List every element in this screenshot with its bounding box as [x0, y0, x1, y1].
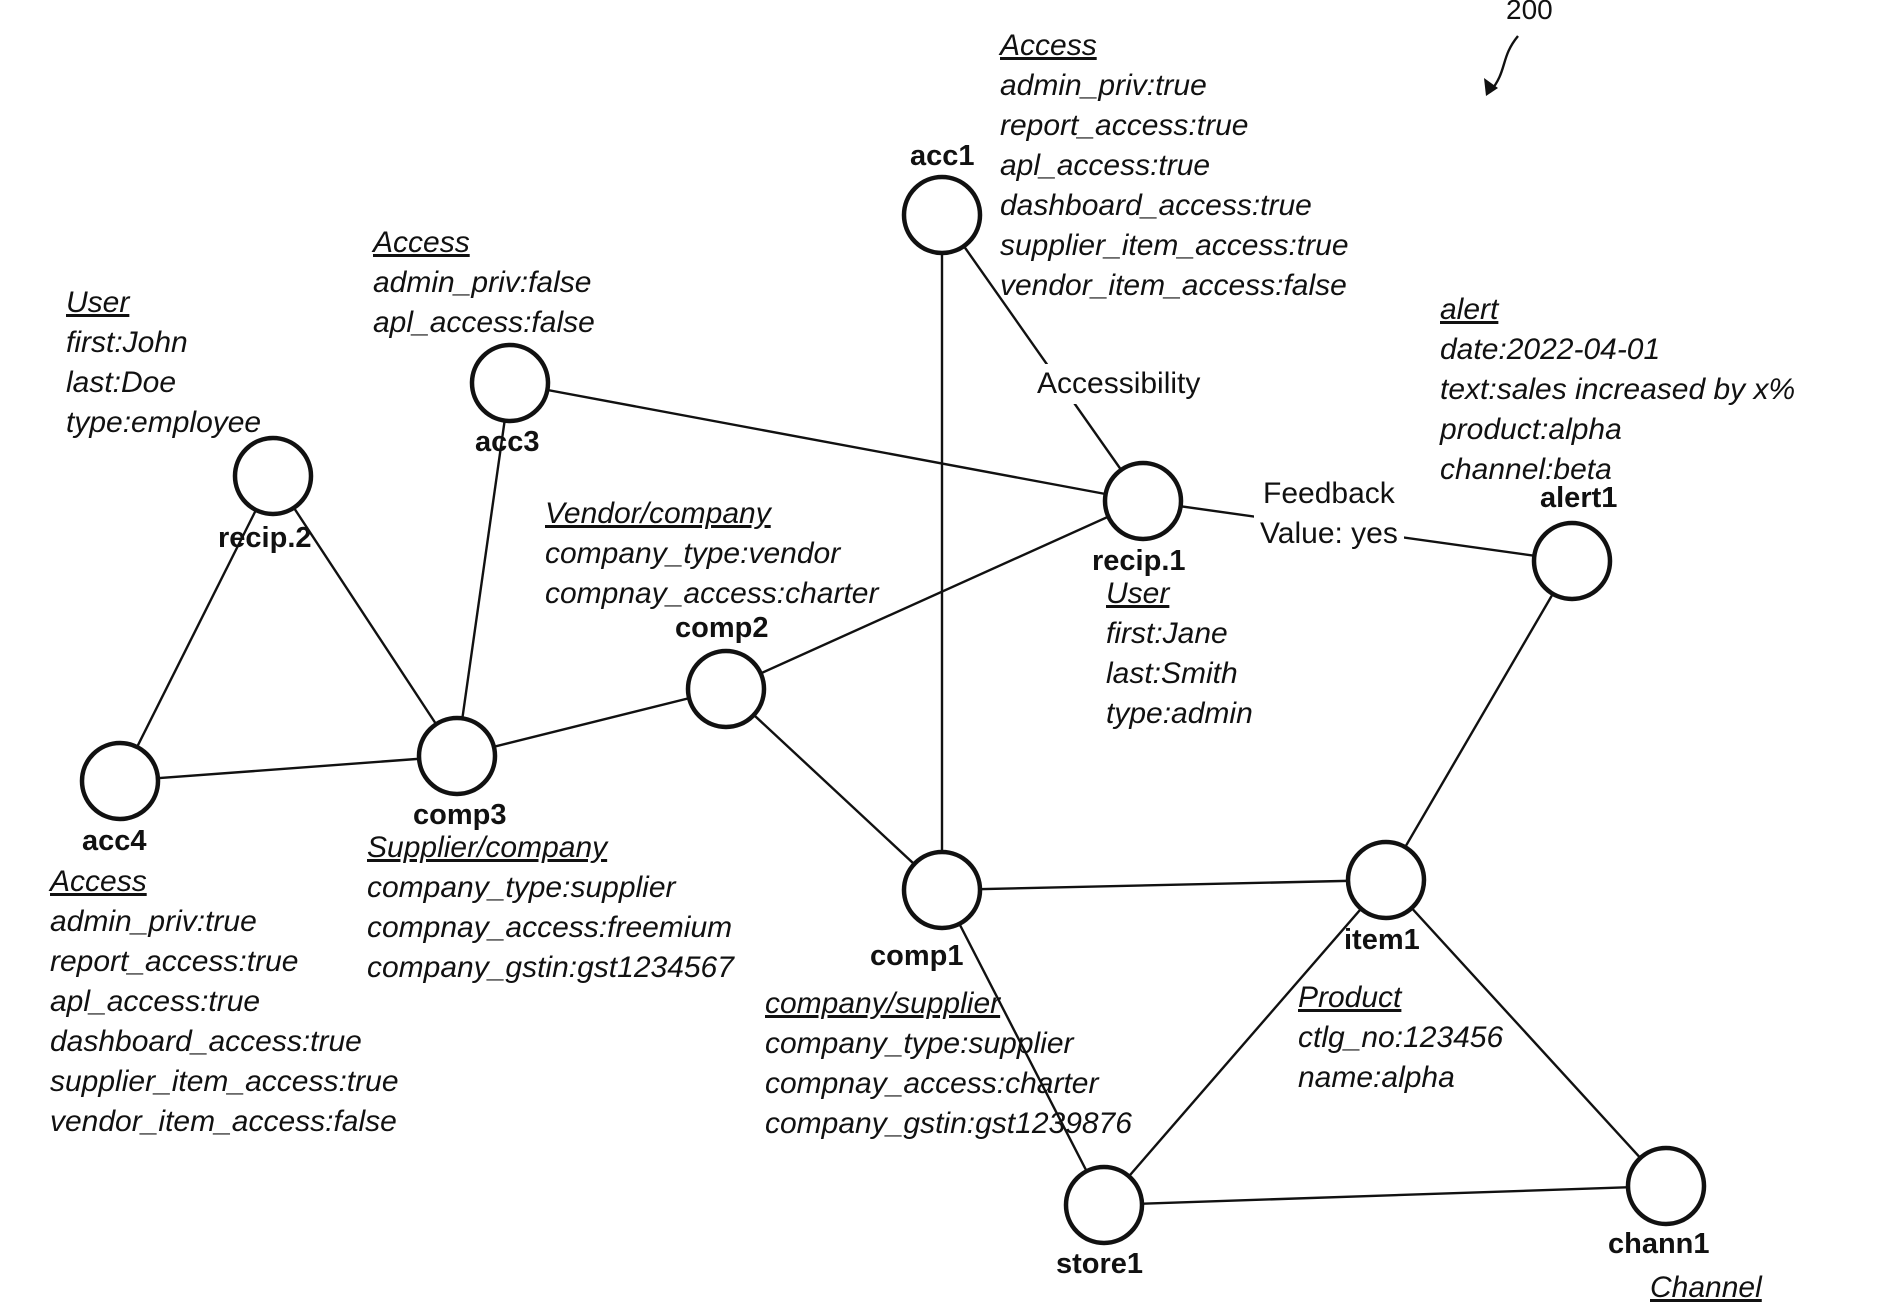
node-label-recip1: recip.1 — [1092, 547, 1186, 576]
node-chann1[interactable] — [1628, 1148, 1704, 1224]
edge-alert1-item1 — [1386, 561, 1572, 880]
property-line: first:John — [66, 323, 261, 363]
properties-title: User — [66, 283, 261, 323]
node-label-recip2: recip.2 — [218, 524, 312, 553]
properties-comp1: company/supplier company_type:supplier c… — [765, 984, 1132, 1144]
node-label-comp1: comp1 — [870, 942, 963, 971]
node-label-chann1: chann1 — [1608, 1230, 1710, 1259]
properties-title: Channel — [1650, 1268, 1762, 1308]
properties-title: company/supplier — [765, 984, 1132, 1024]
node-label-comp2: comp2 — [675, 614, 768, 643]
property-line: company_type:supplier — [367, 868, 734, 908]
edge-label-feedback-line2: Value: yes — [1260, 514, 1398, 554]
edge-acc4-comp3 — [120, 756, 457, 781]
property-line: report_access:true — [50, 942, 399, 982]
properties-title: Product — [1298, 978, 1503, 1018]
properties-recip1: User first:Jane last:Smith type:admin — [1106, 574, 1253, 734]
node-acc4[interactable] — [82, 743, 158, 819]
node-label-store1: store1 — [1056, 1250, 1143, 1279]
property-line: supplier_item_access:true — [1000, 226, 1349, 266]
properties-comp3: Supplier/company company_type:supplier c… — [367, 828, 734, 988]
property-line: apl_access:false — [373, 303, 595, 343]
edge-label-feedback: Feedback Value: yes — [1254, 474, 1404, 554]
properties-title: User — [1106, 574, 1253, 614]
node-recip1[interactable] — [1105, 463, 1181, 539]
node-label-acc3: acc3 — [475, 428, 540, 457]
property-line: channel:beta — [1440, 450, 1795, 490]
property-line: first:Jane — [1106, 614, 1253, 654]
property-line: report_access:true — [1000, 106, 1349, 146]
property-line: type:admin — [1106, 694, 1253, 734]
node-comp3[interactable] — [419, 718, 495, 794]
node-label-acc4: acc4 — [82, 827, 147, 856]
properties-title: alert — [1440, 290, 1795, 330]
properties-title: Access — [50, 862, 399, 902]
property-line: name:alpha — [1298, 1058, 1503, 1098]
property-line: apl_access:true — [1000, 146, 1349, 186]
node-alert1[interactable] — [1534, 523, 1610, 599]
property-line: admin_priv:true — [50, 902, 399, 942]
properties-comp2: Vendor/company company_type:vendor compn… — [545, 494, 879, 614]
properties-recip2: User first:John last:Doe type:employee — [66, 283, 261, 443]
property-line: text:sales increased by x% — [1440, 370, 1795, 410]
properties-chann1: Channel — [1650, 1268, 1762, 1308]
property-line: last:Smith — [1106, 654, 1253, 694]
edge-comp3-comp2 — [457, 689, 726, 756]
node-store1[interactable] — [1066, 1167, 1142, 1243]
node-item1[interactable] — [1348, 842, 1424, 918]
property-line: date:2022-04-01 — [1440, 330, 1795, 370]
properties-title: Access — [373, 223, 595, 263]
edge-recip2-comp3 — [273, 476, 457, 756]
property-line: company_type:vendor — [545, 534, 879, 574]
property-line: dashboard_access:true — [1000, 186, 1349, 226]
properties-title: Supplier/company — [367, 828, 734, 868]
node-label-comp3: comp3 — [413, 801, 506, 830]
figure-ref-arrowhead — [1484, 78, 1498, 96]
property-line: type:employee — [66, 403, 261, 443]
node-acc3[interactable] — [472, 345, 548, 421]
property-line: product:alpha — [1440, 410, 1795, 450]
properties-acc3: Access admin_priv:false apl_access:false — [373, 223, 595, 343]
property-line: dashboard_access:true — [50, 1022, 399, 1062]
property-line: apl_access:true — [50, 982, 399, 1022]
property-line: company_gstin:gst1239876 — [765, 1104, 1132, 1144]
edge-label-accessibility: Accessibility — [1035, 364, 1202, 404]
property-line: company_type:supplier — [765, 1024, 1132, 1064]
node-recip2[interactable] — [235, 438, 311, 514]
edge-comp1-item1 — [942, 880, 1386, 890]
properties-title: Vendor/company — [545, 494, 879, 534]
figure-ref-arrow — [1490, 36, 1518, 92]
node-comp1[interactable] — [904, 852, 980, 928]
node-acc1[interactable] — [904, 177, 980, 253]
property-line: compnay_access:charter — [545, 574, 879, 614]
property-line: vendor_item_access:false — [50, 1102, 399, 1142]
property-line: last:Doe — [66, 363, 261, 403]
figure-ref-number: 200 — [1506, 0, 1553, 26]
property-line: admin_priv:false — [373, 263, 595, 303]
property-line: ctlg_no:123456 — [1298, 1018, 1503, 1058]
node-label-acc1: acc1 — [910, 142, 975, 171]
node-label-item1: item1 — [1344, 926, 1420, 955]
property-line: supplier_item_access:true — [50, 1062, 399, 1102]
property-line: compnay_access:charter — [765, 1064, 1132, 1104]
edge-label-feedback-line1: Feedback — [1260, 474, 1398, 514]
properties-acc1: Access admin_priv:true report_access:tru… — [1000, 26, 1349, 306]
node-comp2[interactable] — [688, 651, 764, 727]
edge-store1-chann1 — [1104, 1186, 1666, 1205]
property-line: company_gstin:gst1234567 — [367, 948, 734, 988]
property-line: admin_priv:true — [1000, 66, 1349, 106]
property-line: vendor_item_access:false — [1000, 266, 1349, 306]
properties-title: Access — [1000, 26, 1349, 66]
properties-item1: Product ctlg_no:123456 name:alpha — [1298, 978, 1503, 1098]
property-line: compnay_access:freemium — [367, 908, 734, 948]
edge-comp2-comp1 — [726, 689, 942, 890]
properties-acc4: Access admin_priv:true report_access:tru… — [50, 862, 399, 1142]
properties-alert1: alert date:2022-04-01 text:sales increas… — [1440, 290, 1795, 490]
